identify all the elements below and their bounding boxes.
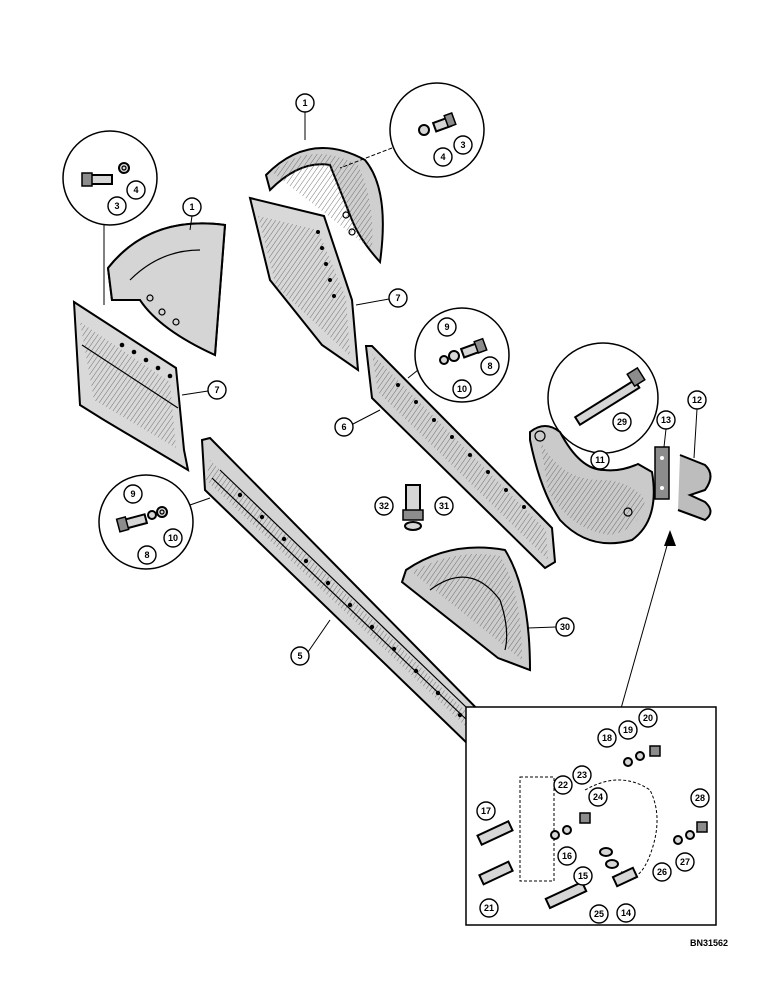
callout-31: 31 (434, 496, 454, 516)
center-shield-part-1 (264, 147, 384, 265)
callout-24: 24 (588, 787, 608, 807)
callout-8b: 8 (137, 545, 157, 565)
svg-text:3: 3 (460, 140, 465, 150)
callout-22: 22 (553, 775, 573, 795)
svg-text:16: 16 (562, 851, 572, 861)
callout-32: 32 (374, 496, 394, 516)
svg-text:23: 23 (577, 770, 587, 780)
callout-19: 19 (618, 720, 638, 740)
left-shield-part-1 (106, 222, 227, 357)
svg-text:15: 15 (578, 871, 588, 881)
svg-text:18: 18 (602, 733, 612, 743)
svg-text:31: 31 (439, 501, 449, 511)
svg-text:9: 9 (444, 322, 449, 332)
svg-text:11: 11 (595, 455, 605, 465)
callout-25: 25 (589, 904, 609, 924)
svg-text:4: 4 (440, 152, 445, 162)
callout-30: 30 (555, 617, 575, 637)
bolt-31-32 (402, 484, 424, 531)
callout-12: 12 (687, 390, 707, 410)
svg-text:29: 29 (617, 417, 627, 427)
callout-17: 17 (476, 801, 496, 821)
bracket-part-12 (677, 454, 712, 522)
callout-7b: 7 (207, 380, 227, 400)
long-support-bar-part-5 (200, 436, 500, 747)
svg-text:9: 9 (130, 489, 135, 499)
plate-part-13 (654, 446, 670, 500)
svg-text:28: 28 (695, 793, 705, 803)
svg-text:1: 1 (302, 98, 307, 108)
svg-text:24: 24 (593, 792, 603, 802)
callout-10a: 10 (452, 379, 472, 399)
callout-5: 5 (290, 646, 310, 666)
svg-text:14: 14 (621, 908, 631, 918)
callout-13: 13 (656, 410, 676, 430)
callout-6: 6 (334, 417, 354, 437)
callout-1b: 1 (182, 197, 202, 217)
svg-text:7: 7 (214, 385, 219, 395)
svg-text:6: 6 (341, 422, 346, 432)
left-plate-part-7 (72, 300, 190, 473)
callout-29: 29 (612, 412, 632, 432)
callout-15: 15 (573, 866, 593, 886)
svg-text:26: 26 (657, 867, 667, 877)
rod-detail-circle (547, 342, 659, 454)
left-top-detail-circle (62, 130, 158, 305)
callout-20: 20 (638, 708, 658, 728)
svg-text:7: 7 (395, 293, 400, 303)
svg-text:27: 27 (680, 857, 690, 867)
callout-16: 16 (557, 846, 577, 866)
lower-shield-part-30 (400, 546, 532, 672)
callout-4b: 4 (433, 147, 453, 167)
svg-text:32: 32 (379, 501, 389, 511)
callout-14: 14 (616, 903, 636, 923)
callout-4a: 4 (126, 180, 146, 200)
svg-text:8: 8 (487, 361, 492, 371)
svg-text:25: 25 (594, 909, 604, 919)
svg-text:8: 8 (144, 550, 149, 560)
svg-text:4: 4 (133, 185, 138, 195)
svg-text:3: 3 (114, 201, 119, 211)
callout-8a: 8 (480, 356, 500, 376)
svg-text:22: 22 (558, 780, 568, 790)
svg-text:20: 20 (643, 713, 653, 723)
callout-21: 21 (479, 898, 499, 918)
hardware-inset-box (465, 706, 717, 926)
svg-text:5: 5 (297, 651, 302, 661)
callout-9b: 9 (123, 484, 143, 504)
callout-23: 23 (572, 765, 592, 785)
callout-28: 28 (690, 788, 710, 808)
callout-10b: 10 (163, 528, 183, 548)
svg-text:13: 13 (661, 415, 671, 425)
curved-arm-part-11 (529, 425, 655, 545)
reference-code: BN31562 (690, 938, 728, 948)
callout-9a: 9 (437, 317, 457, 337)
callout-26: 26 (652, 862, 672, 882)
svg-text:21: 21 (484, 903, 494, 913)
svg-text:17: 17 (481, 806, 491, 816)
callout-7a: 7 (388, 288, 408, 308)
callout-27: 27 (675, 852, 695, 872)
svg-text:30: 30 (560, 622, 570, 632)
svg-text:12: 12 (692, 395, 702, 405)
svg-text:1: 1 (189, 202, 194, 212)
svg-text:19: 19 (623, 725, 633, 735)
callout-3a: 3 (107, 196, 127, 216)
center-plate-part-7 (248, 196, 360, 373)
callout-3b: 3 (453, 135, 473, 155)
center-bar-part-6 (364, 345, 557, 570)
callout-18: 18 (597, 728, 617, 748)
svg-text:10: 10 (457, 384, 467, 394)
callout-1a: 1 (295, 93, 315, 113)
callout-11: 11 (590, 450, 610, 470)
svg-text:10: 10 (168, 533, 178, 543)
